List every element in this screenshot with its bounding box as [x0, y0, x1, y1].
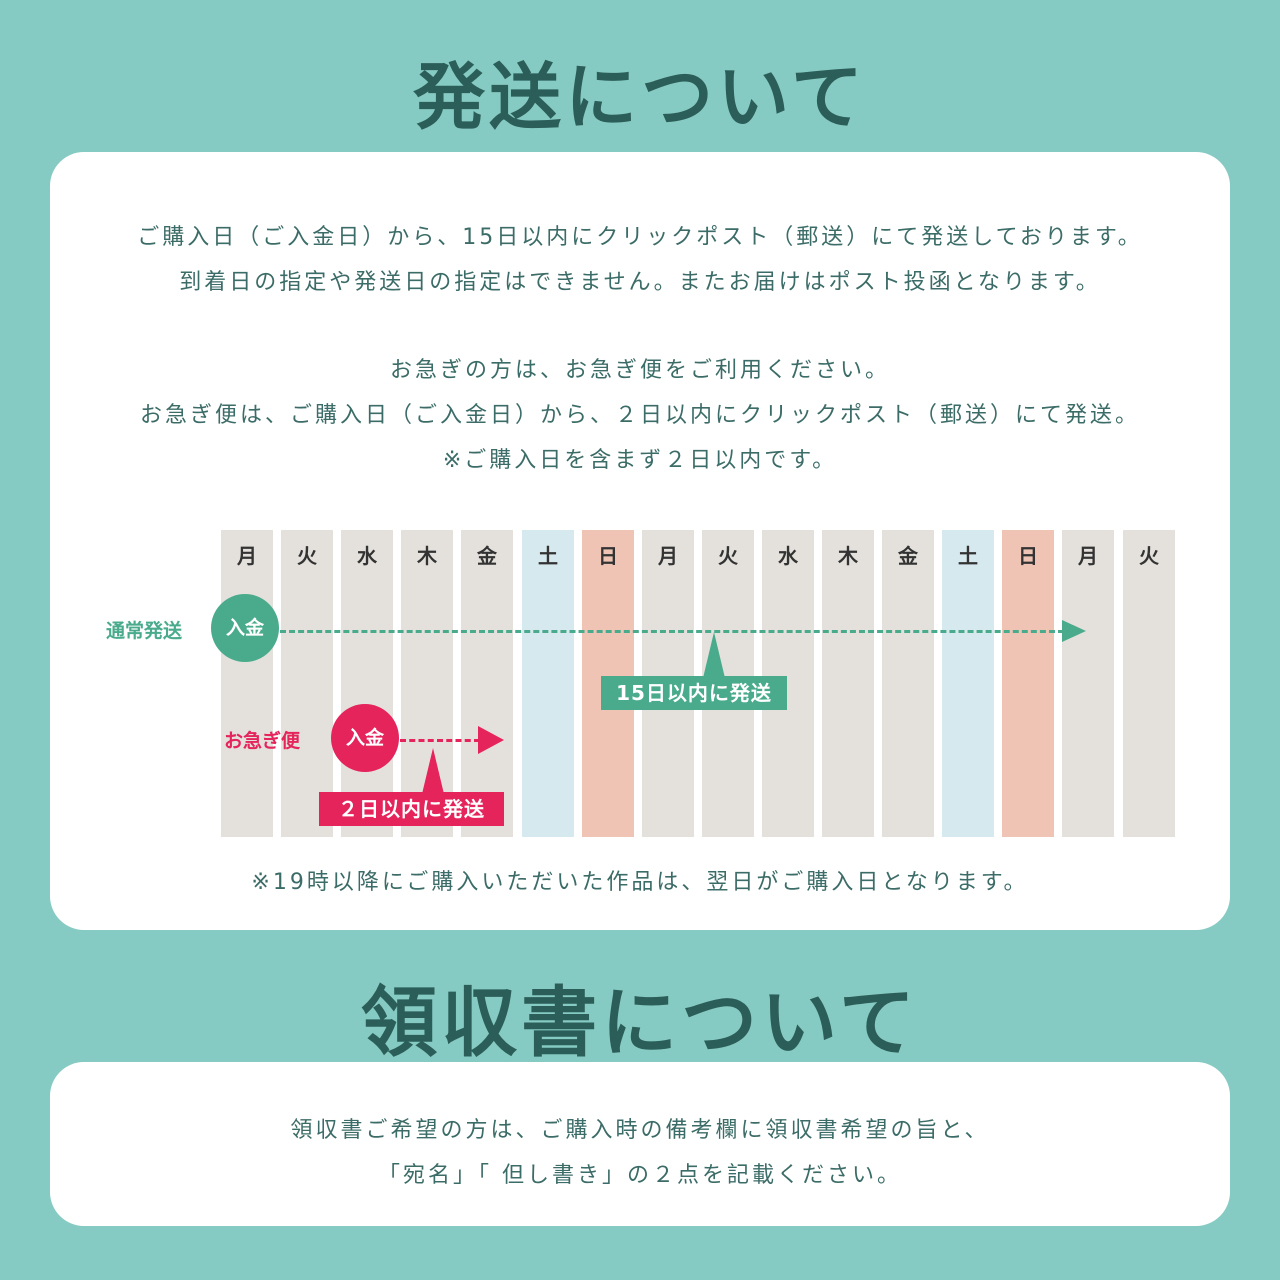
calendar-day-label: 火 [1139, 544, 1159, 568]
calendar-day-label: 水 [778, 544, 798, 568]
calendar-day-column [942, 530, 994, 837]
calendar-day-label: 日 [598, 544, 618, 568]
calendar-day-label: 土 [958, 544, 978, 568]
express-text-line: ※ご購入日を含まず２日以内です。 [442, 448, 838, 473]
cutoff-note: ※19時以降にご購入いただいた作品は、翌日がご購入日となります。 [251, 870, 1029, 895]
calendar-day-label: 水 [357, 544, 377, 568]
calendar-day-column [882, 530, 934, 837]
receipt-text-line: 領収書ご希望の方は、ご購入時の備考欄に領収書希望の旨と、 [290, 1118, 990, 1143]
express-shipping-label: お急ぎ便 [224, 730, 301, 752]
express-shipping-arrow-line [400, 739, 480, 742]
calendar-day-label: 月 [1078, 544, 1098, 568]
express-shipping-arrow-head [478, 726, 504, 754]
normal-shipping-arrow-head [1062, 620, 1086, 642]
calendar-day-column [341, 530, 393, 837]
calendar-day-label: 火 [718, 544, 738, 568]
normal-payment-circle: 入金 [211, 594, 279, 662]
calendar-day-column [522, 530, 574, 837]
express-callout: ２日以内に発送 [319, 792, 504, 826]
calendar-day-column [822, 530, 874, 837]
calendar-day-column [221, 530, 273, 837]
calendar-day-column [1123, 530, 1175, 837]
express-text-line: お急ぎの方は、お急ぎ便をご利用ください。 [389, 358, 890, 383]
shipping-text-line: 到着日の指定や発送日の指定はできません。またお届けはポスト投函となります。 [179, 270, 1101, 295]
calendar-day-column [461, 530, 513, 837]
calendar-day-label: 日 [1018, 544, 1038, 568]
calendar-day-label: 木 [417, 544, 437, 568]
calendar-day-column [281, 530, 333, 837]
calendar-day-label: 木 [838, 544, 858, 568]
calendar-day-label: 月 [658, 544, 678, 568]
normal-shipping-arrow-line [280, 630, 1064, 633]
calendar-day-column [1062, 530, 1114, 837]
shipping-heading: 発送について [413, 55, 867, 139]
receipt-text-line: 「宛名」「 但し書き」の２点を記載ください。 [378, 1163, 902, 1188]
calendar-day-label: 火 [297, 544, 317, 568]
normal-callout: 15日以内に発送 [601, 676, 787, 710]
calendar-day-column [1002, 530, 1054, 837]
receipt-card: 領収書ご希望の方は、ご購入時の備考欄に領収書希望の旨と、 「宛名」「 但し書き」… [50, 1062, 1230, 1226]
calendar-day-label: 金 [477, 544, 497, 568]
calendar-day-label: 金 [898, 544, 918, 568]
calendar-day-label: 土 [538, 544, 558, 568]
express-text-line: お急ぎ便は、ご購入日（ご入金日）から、２日以内にクリックポスト（郵送）にて発送。 [139, 403, 1140, 428]
shipping-text-line: ご購入日（ご入金日）から、15日以内にクリックポスト（郵送）にて発送しております… [137, 225, 1143, 250]
normal-shipping-label: 通常発送 [106, 620, 183, 642]
express-payment-circle: 入金 [331, 704, 399, 772]
express-callout-pointer [422, 748, 444, 794]
receipt-heading: 領収書について [361, 978, 919, 1067]
calendar-day-label: 月 [237, 544, 257, 568]
normal-callout-pointer [703, 632, 725, 678]
